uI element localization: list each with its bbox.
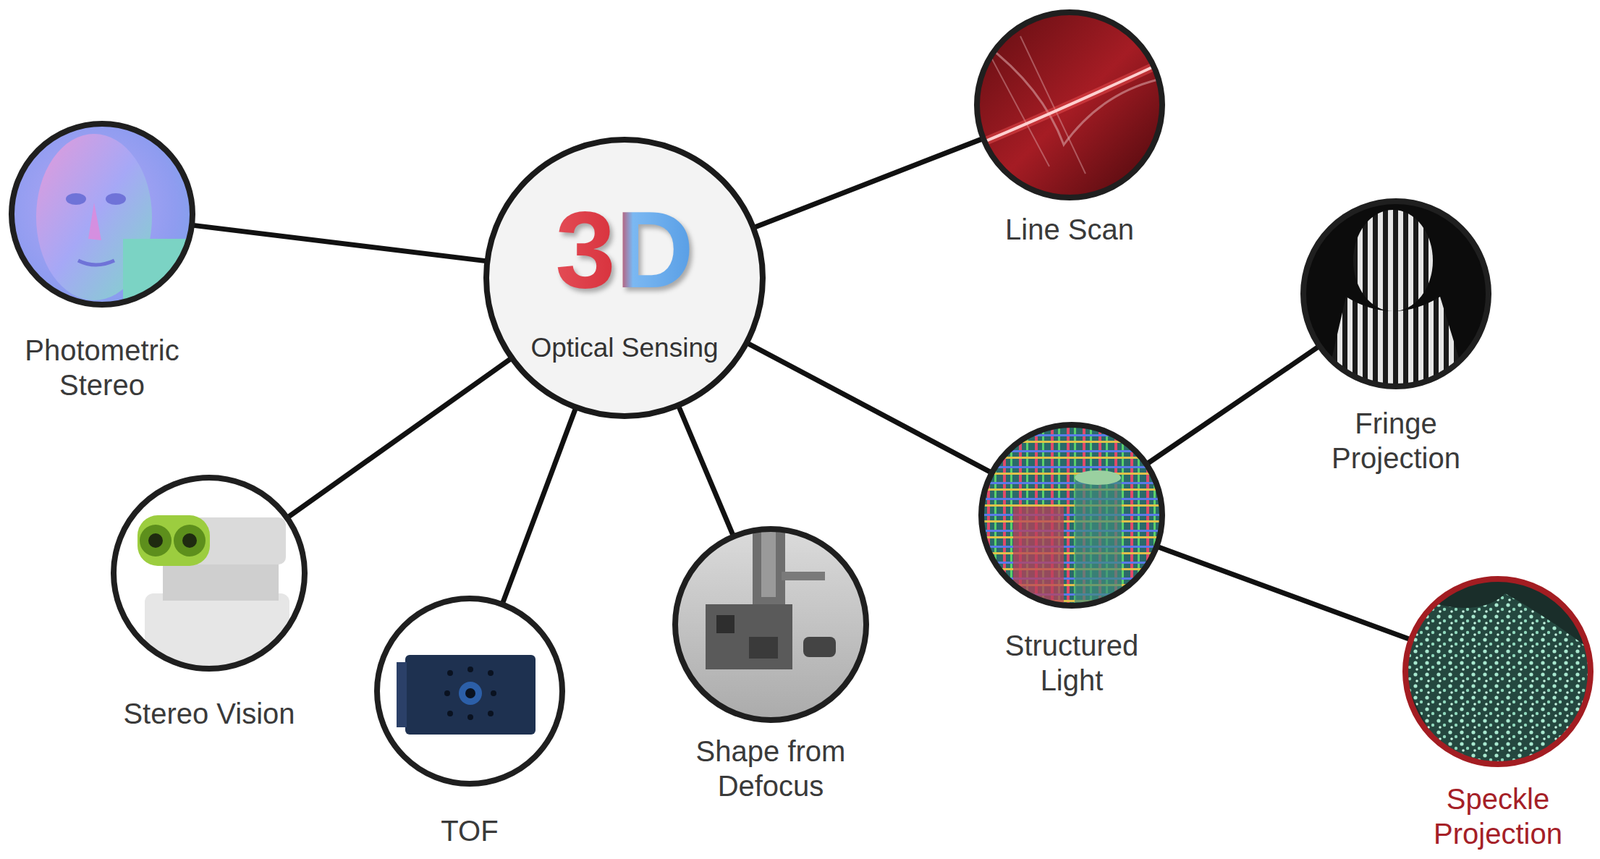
method-circle: Structured Light [979,423,1164,608]
connector-line [753,138,984,228]
connector-line [287,358,513,519]
method-label: Line Scan [1005,212,1134,247]
circle-outline [1403,577,1593,766]
circle-outline [1301,199,1491,388]
method-label: TOF [440,813,498,849]
connector-line [678,405,734,537]
method-circle: Stereo Vision [112,476,307,671]
circle-outline [377,598,563,784]
method-label: Shape from Defocus [672,733,869,804]
connector-line [1156,546,1411,640]
method-circle: Speckle Projection [1403,577,1593,766]
circle-outline [1405,578,1591,765]
connector-line [287,358,513,519]
method-circle: Photometric Stereo [10,122,194,307]
hub-circle: 3D Optical Sensing [484,138,765,418]
connector-line [746,343,993,474]
connector-line [678,405,734,537]
circle-outline [979,423,1164,608]
circle-outline [11,123,193,305]
connector-line [1156,546,1411,640]
method-label: Fringe Projection [1301,405,1491,476]
circle-outline [976,12,1163,198]
connector-line [753,138,984,228]
circle-outline [675,528,867,721]
method-circle: Fringe Projection [1301,199,1491,388]
method-label: Speckle Projection [1411,781,1585,852]
circle-outline [981,424,1163,606]
method-label: Structured Light [984,628,1159,698]
connector-line [1146,345,1320,464]
method-circle: Shape from Defocus [673,527,868,722]
connector-line [191,225,488,262]
connector-line [746,343,993,474]
circle-outline [673,527,868,722]
circle-outline [113,477,305,669]
circle-outline [375,597,564,786]
connector-line [502,407,577,605]
connector-line [502,407,577,605]
connector-line [191,225,488,262]
circle-outline [975,10,1164,200]
circle-outline [10,122,194,307]
logo-text: 3D [484,190,765,310]
connector-line [1146,345,1320,464]
method-circle: Line Scan [975,10,1164,200]
circle-outline [1303,201,1489,387]
method-label: Photometric Stereo [4,332,200,403]
method-circle: TOF [375,597,564,786]
method-label: Stereo Vision [123,696,295,731]
circle-outline [112,476,307,671]
hub-label: Optical Sensing [484,332,765,364]
